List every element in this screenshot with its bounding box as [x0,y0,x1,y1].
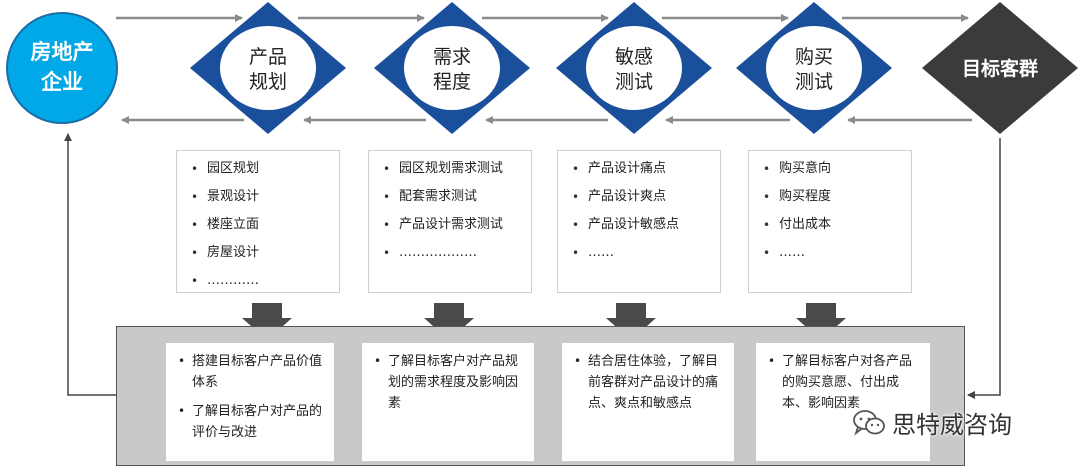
down-arrow-4 [796,303,846,340]
list-item: 付出成本 [757,213,903,241]
feedback-arrow-left [64,133,116,396]
list-item: 了解目标客户对各产品的购买意愿、付出成本、影响因素 [764,351,922,414]
down-arrow-3 [606,303,656,340]
start-node-line2: 企业 [40,70,83,94]
stage-4: 购买 测试 [736,2,892,134]
stage-2: 需求 程度 [374,2,530,134]
detail-box-2: 园区规划需求测试 配套需求测试 产品设计需求测试 ……………… [368,150,532,293]
stage-4-line2: 测试 [795,71,833,93]
list-item: 搭建目标客户产品价值体系 [174,351,326,393]
list-item: 产品设计敏感点 [566,213,712,241]
list-item: 园区规划需求测试 [377,157,523,185]
list-item: 房屋设计 [185,241,331,269]
watermark: 思特威咨询 [852,405,1012,440]
list-item: 产品设计痛点 [566,157,712,185]
outcome-box-3: 结合居住体验，了解目前客群对产品设计的痛点、爽点和敏感点 [562,343,734,461]
list-item: …… [566,241,712,269]
list-item: ……………… [377,241,523,269]
list-item: …… [757,241,903,269]
list-item: ………… [185,269,331,297]
down-arrow-2 [424,303,474,340]
detail-box-3: 产品设计痛点 产品设计爽点 产品设计敏感点 …… [557,150,721,293]
stage-1-line1: 产品 [249,46,287,68]
detail-box-1: 园区规划 景观设计 楼座立面 房屋设计 ………… [176,150,340,293]
end-node-label: 目标客群 [962,57,1038,80]
stage-3: 敏感 测试 [556,2,712,134]
list-item: 景观设计 [185,185,331,213]
stage-2-line1: 需求 [433,46,471,68]
list-item: 购买意向 [757,157,903,185]
end-node: 目标客群 [922,2,1078,134]
stage-4-line1: 购买 [795,46,833,68]
list-item: 购买程度 [757,185,903,213]
outcome-box-1: 搭建目标客户产品价值体系 了解目标客户对产品的评价与改进 [166,343,334,461]
outcome-box-4: 了解目标客户对各产品的购买意愿、付出成本、影响因素 [756,343,930,461]
list-item: 了解目标客户对产品的评价与改进 [174,401,326,443]
outcome-box-2: 了解目标客户对产品规划的需求程度及影响因素 [362,343,534,461]
down-arrow-1 [242,303,292,340]
list-item: 配套需求测试 [377,185,523,213]
list-item: 产品设计爽点 [566,185,712,213]
list-item: 产品设计需求测试 [377,213,523,241]
stage-1-line2: 规划 [249,71,287,93]
start-node: 房地产 企业 [6,12,118,124]
detail-box-4: 购买意向 购买程度 付出成本 …… [748,150,912,293]
feedback-arrow-right [967,138,1001,399]
list-item: 园区规划 [185,157,331,185]
down-arrows [242,303,846,340]
start-node-line1: 房地产 [31,40,94,64]
list-item: 了解目标客户对产品规划的需求程度及影响因素 [370,351,526,414]
stage-3-line2: 测试 [615,71,653,93]
stage-3-line1: 敏感 [615,46,653,68]
stage-2-line2: 程度 [433,71,471,93]
list-item: 结合居住体验，了解目前客群对产品设计的痛点、爽点和敏感点 [570,351,726,414]
watermark-label: 思特威咨询 [892,411,1012,439]
stage-1: 产品 规划 [190,2,346,134]
list-item: 楼座立面 [185,213,331,241]
wechat-icon [853,409,885,435]
